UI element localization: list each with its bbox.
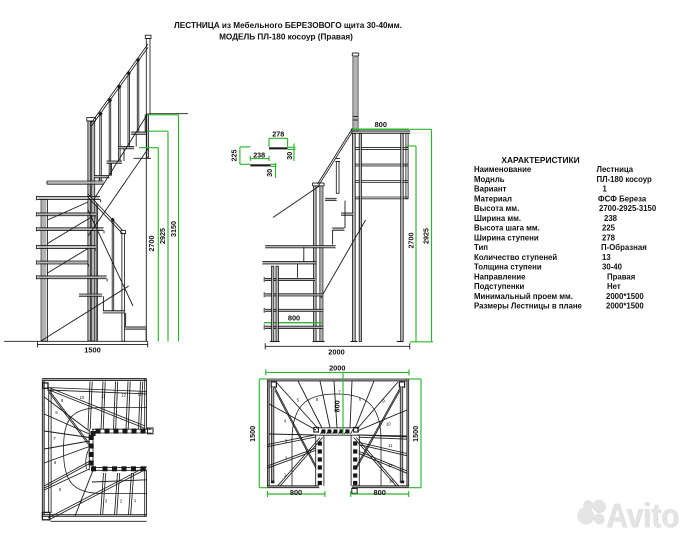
svg-text:2: 2 — [120, 498, 123, 503]
svg-text:3150: 3150 — [169, 221, 178, 237]
svg-text:225: 225 — [602, 224, 616, 233]
svg-text:9: 9 — [61, 398, 64, 403]
svg-text:Нет: Нет — [607, 282, 621, 291]
svg-text:3: 3 — [105, 499, 108, 504]
svg-text:3: 3 — [285, 438, 288, 443]
svg-text:10: 10 — [80, 395, 85, 400]
svg-text:11: 11 — [101, 394, 106, 399]
svg-text:6: 6 — [316, 397, 319, 402]
svg-text:7: 7 — [338, 389, 341, 394]
svg-text:1500: 1500 — [411, 426, 420, 442]
svg-text:1: 1 — [134, 498, 137, 503]
svg-text:Толщина ступени: Толщина ступени — [474, 263, 542, 272]
svg-text:Материал: Материал — [474, 194, 512, 203]
svg-text:278: 278 — [272, 130, 284, 139]
svg-text:ПЛ-180 косоур: ПЛ-180 косоур — [597, 175, 653, 184]
svg-text:ФСФ Береза: ФСФ Береза — [598, 194, 647, 203]
svg-text:5: 5 — [297, 398, 300, 403]
svg-text:12: 12 — [388, 463, 393, 468]
svg-text:П-Образная: П-Образная — [601, 243, 647, 252]
svg-text:13: 13 — [138, 392, 143, 397]
svg-text:Подступенки: Подступенки — [474, 282, 524, 291]
svg-text:Наименование: Наименование — [474, 165, 532, 174]
svg-text:2700-2925-3150: 2700-2925-3150 — [599, 204, 657, 213]
svg-text:МОДЕЛЬ ПЛ-180 косоур (Правая): МОДЕЛЬ ПЛ-180 косоур (Правая) — [219, 33, 353, 42]
svg-text:10: 10 — [386, 421, 391, 426]
svg-text:1: 1 — [284, 473, 287, 478]
svg-text:Высота мм.: Высота мм. — [474, 204, 519, 213]
svg-text:Размеры Лестницы в плане: Размеры Лестницы в плане — [474, 302, 583, 311]
svg-text:2000: 2000 — [329, 363, 345, 372]
svg-text:4: 4 — [80, 499, 83, 504]
svg-text:11: 11 — [388, 443, 393, 448]
svg-text:4: 4 — [284, 418, 287, 423]
svg-text:Моднль: Моднль — [474, 175, 505, 184]
svg-text:ЛЕСТНИЦА из Мебельного БЕРЕЗОВ: ЛЕСТНИЦА из Мебельного БЕРЕЗОВОГО щита 3… — [174, 20, 402, 30]
svg-text:Ширина ступени: Ширина ступени — [474, 233, 539, 242]
svg-text:ХАРАКТЕРИСТИКИ: ХАРАКТЕРИСТИКИ — [501, 155, 579, 165]
svg-text:238: 238 — [604, 214, 618, 223]
svg-text:238: 238 — [253, 150, 265, 159]
svg-text:9: 9 — [382, 399, 385, 404]
svg-text:13: 13 — [389, 478, 394, 483]
svg-text:8: 8 — [359, 397, 362, 402]
svg-text:800: 800 — [375, 120, 387, 129]
svg-text:Высота шага мм.: Высота шага мм. — [474, 224, 540, 233]
svg-text:Тип: Тип — [474, 243, 488, 252]
svg-text:800: 800 — [288, 314, 300, 323]
svg-text:2: 2 — [285, 456, 288, 461]
svg-text:Правая: Правая — [607, 272, 635, 281]
svg-text:278: 278 — [602, 233, 616, 242]
svg-text:1500: 1500 — [84, 346, 100, 355]
svg-text:2925: 2925 — [158, 228, 167, 244]
svg-text:1500: 1500 — [248, 426, 257, 442]
svg-text:12: 12 — [121, 393, 126, 398]
svg-text:13: 13 — [602, 253, 611, 262]
svg-text:8: 8 — [55, 410, 58, 415]
svg-text:Avito: Avito — [607, 498, 680, 536]
svg-text:Направление: Направление — [474, 272, 526, 281]
svg-text:30: 30 — [285, 152, 294, 160]
svg-text:6: 6 — [54, 460, 57, 465]
svg-text:800: 800 — [374, 488, 386, 497]
svg-text:2000*1500: 2000*1500 — [606, 302, 644, 311]
svg-text:2000: 2000 — [328, 347, 344, 356]
svg-text:800: 800 — [290, 488, 302, 497]
svg-text:2700: 2700 — [147, 236, 156, 252]
svg-text:2000*1500: 2000*1500 — [606, 292, 644, 301]
svg-text:30: 30 — [265, 169, 274, 177]
svg-text:2700: 2700 — [406, 233, 415, 249]
svg-text:800: 800 — [333, 400, 342, 412]
svg-text:30-40: 30-40 — [602, 263, 623, 272]
svg-text:225: 225 — [230, 150, 239, 162]
svg-text:Минимальный проем мм.: Минимальный проем мм. — [474, 292, 573, 301]
svg-text:Avito: Avito — [606, 497, 679, 535]
svg-text:Лестница: Лестница — [597, 165, 634, 174]
svg-text:2925: 2925 — [421, 228, 430, 244]
svg-text:5: 5 — [59, 487, 62, 492]
svg-text:Ширина мм.: Ширина мм. — [474, 214, 521, 223]
svg-text:Вариант: Вариант — [474, 185, 507, 194]
svg-text:7: 7 — [53, 436, 56, 441]
svg-text:1: 1 — [603, 185, 608, 194]
svg-text:Количество ступеней: Количество ступеней — [474, 253, 557, 262]
